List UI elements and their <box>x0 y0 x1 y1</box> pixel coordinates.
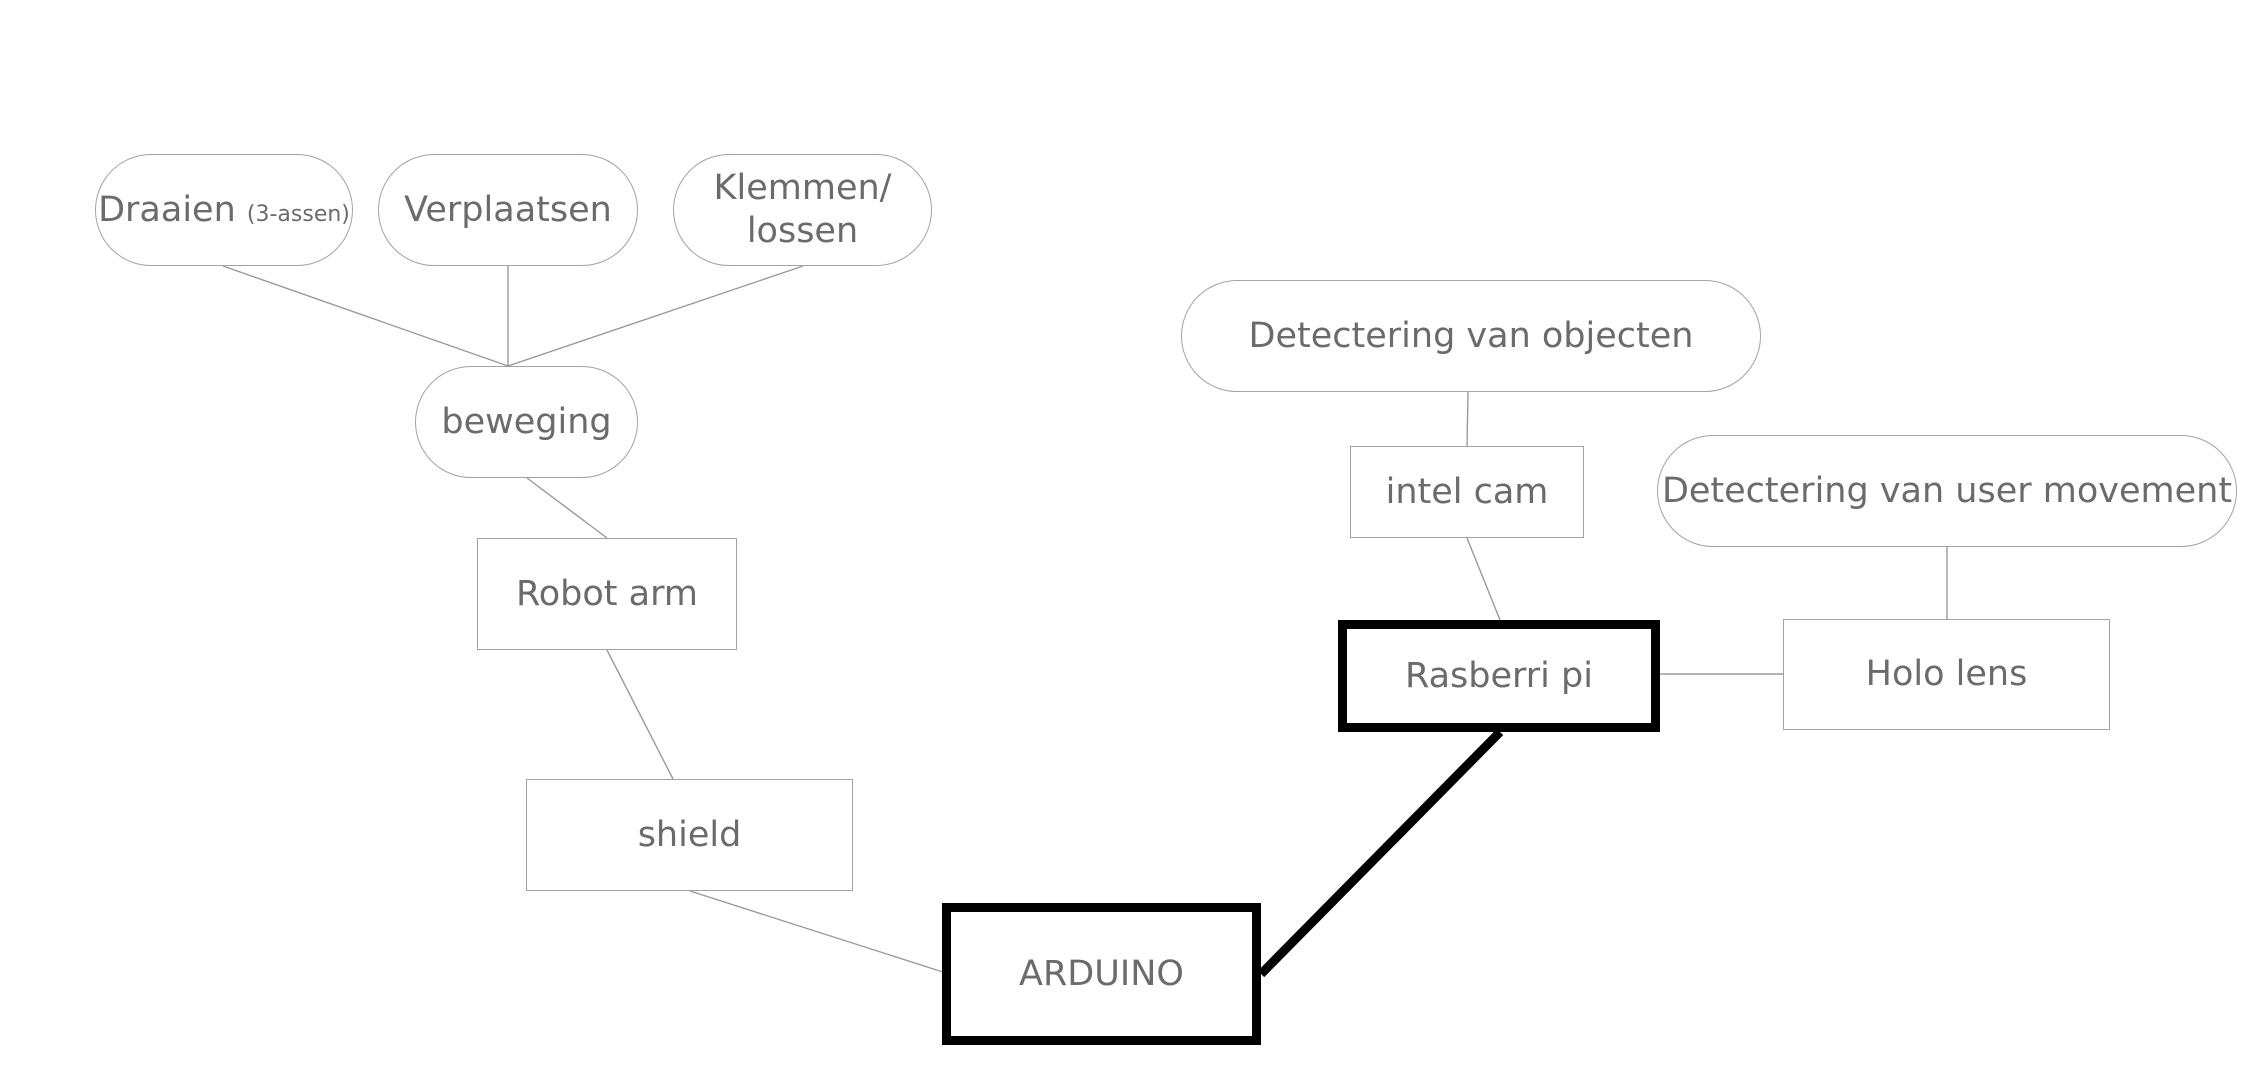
node-detect-objects[interactable]: Detectering van objecten <box>1181 280 1761 392</box>
node-detect-user-label: Detectering van user movement <box>1661 470 2233 511</box>
connector-klemmen-beweging <box>507 265 804 367</box>
node-rasberri-pi-label: Rasberri pi <box>1405 655 1593 696</box>
connector-beweging-robot-arm <box>526 477 608 539</box>
node-arduino[interactable]: ARDUINO <box>942 903 1261 1045</box>
node-intel-cam[interactable]: intel cam <box>1350 446 1584 538</box>
klemmen-line-2: lossen <box>746 211 859 251</box>
node-shield[interactable]: shield <box>526 779 853 891</box>
connector-robot-arm-shield <box>606 649 674 780</box>
node-verplaatsen-label: Verplaatsen <box>404 189 612 230</box>
node-intel-cam-label: intel cam <box>1385 471 1549 512</box>
node-klemmen-lossen[interactable]: Klemmen/ lossen <box>673 154 932 266</box>
connector-intel-cam-rasberri-pi <box>1466 537 1501 621</box>
node-detect-objects-label: Detectering van objecten <box>1248 315 1694 356</box>
node-beweging[interactable]: beweging <box>415 366 638 478</box>
node-rasberri-pi[interactable]: Rasberri pi <box>1338 620 1660 732</box>
node-beweging-label: beweging <box>441 401 612 442</box>
connector-arduino-rasberri-pi <box>1257 728 1504 978</box>
klemmen-line-1: Klemmen/ <box>713 168 892 209</box>
node-robot-arm-label: Robot arm <box>516 573 698 614</box>
node-verplaatsen[interactable]: Verplaatsen <box>378 154 638 266</box>
connector-detect-objects-intel-cam <box>1466 391 1469 447</box>
node-holo-lens-label: Holo lens <box>1865 654 2028 695</box>
connector-draaien-beweging <box>222 265 509 367</box>
node-holo-lens[interactable]: Holo lens <box>1783 619 2110 730</box>
node-draaien-label: Draaien (3-assen) <box>98 189 350 232</box>
node-robot-arm[interactable]: Robot arm <box>477 538 737 650</box>
node-detect-user[interactable]: Detectering van user movement <box>1657 435 2237 547</box>
node-shield-label: shield <box>637 814 742 855</box>
node-draaien[interactable]: Draaien (3-assen) <box>95 154 353 266</box>
node-arduino-label: ARDUINO <box>1019 953 1184 994</box>
draaien-text: Draaien <box>98 189 236 230</box>
connector-shield-arduino <box>689 890 947 974</box>
draaien-note: (3-assen) <box>246 201 350 227</box>
node-klemmen-lossen-label: Klemmen/ lossen <box>714 167 892 252</box>
